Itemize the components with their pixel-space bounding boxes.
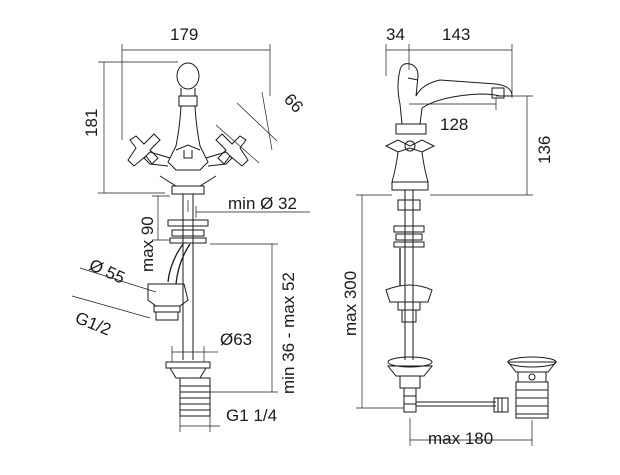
front-height-label: 181: [82, 109, 101, 137]
side-shank: [385, 190, 434, 413]
side-offset-label: 34: [386, 25, 405, 44]
hose-diameter-label: Ø 55: [86, 255, 127, 287]
side-view: 34 143 128 136 max 300 max 180: [341, 25, 558, 448]
side-drain: [409, 356, 558, 446]
rod-length-label: max 180: [428, 429, 493, 448]
front-width-label: 179: [170, 25, 198, 44]
drop-label: max 300: [341, 271, 360, 336]
front-drain: [165, 243, 278, 432]
handle-label: 66: [280, 90, 307, 117]
reach-label: 128: [440, 115, 468, 134]
spout-length-label: 143: [442, 25, 470, 44]
flange-label: Ø63: [220, 330, 252, 349]
side-faucet-body: [384, 63, 513, 191]
tail-label: min 36 - max 52: [279, 272, 298, 394]
thread-label: G1 1/4: [226, 406, 277, 425]
inlet-label: G1/2: [73, 308, 114, 339]
deck-label: max 90: [138, 216, 157, 272]
front-view: 179 181 66 min Ø 32 max 90 Ø 55 G1/2 Ø63…: [71, 25, 310, 432]
hole-label: min Ø 32: [228, 194, 297, 213]
front-hose: [71, 243, 191, 321]
front-faucet-body: [127, 62, 249, 195]
front-shank: [152, 194, 310, 360]
side-height-label: 136: [535, 136, 554, 164]
